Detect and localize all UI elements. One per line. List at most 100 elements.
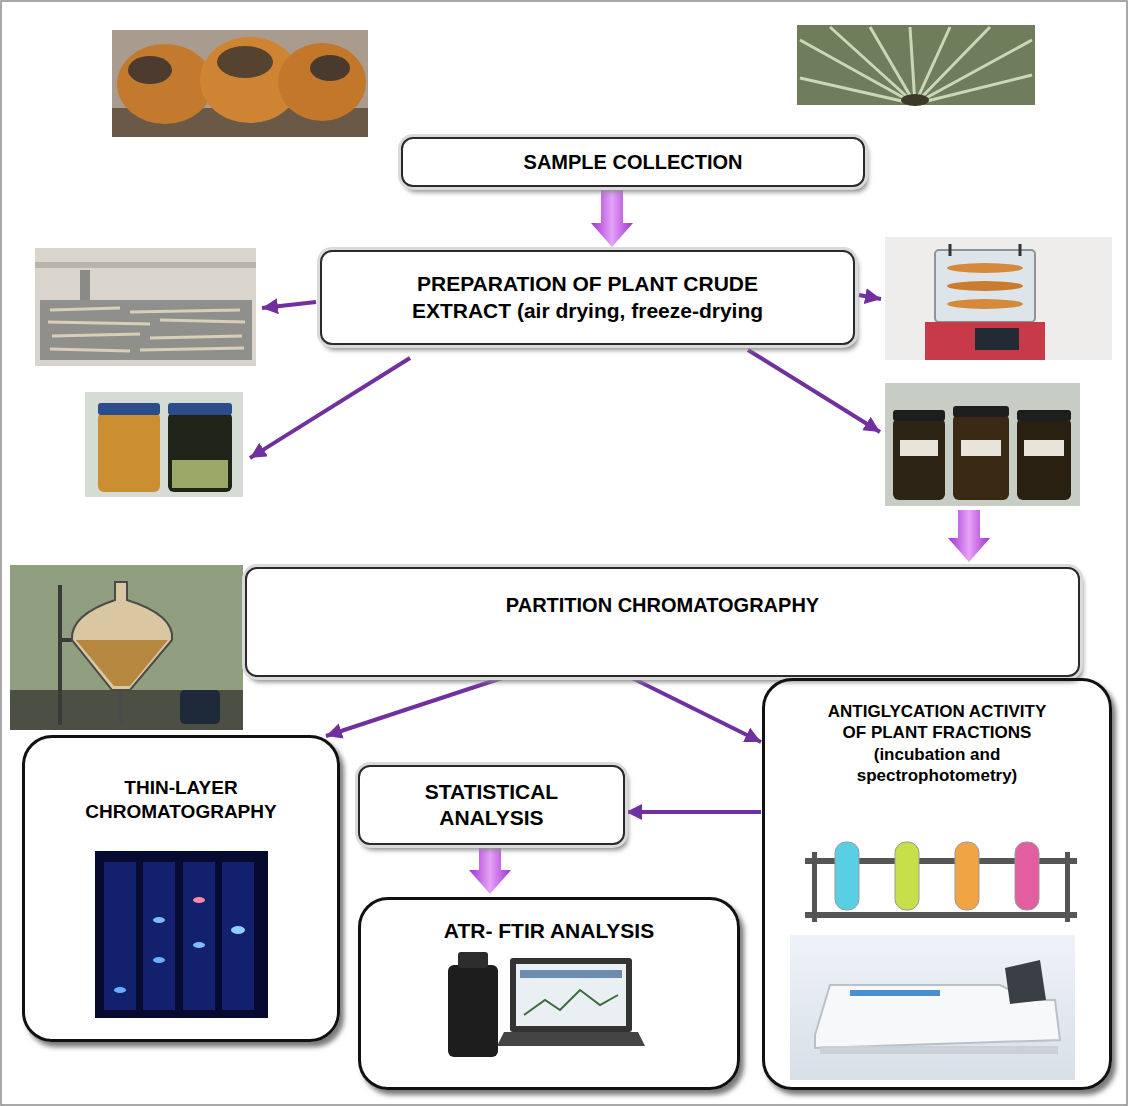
ftir-head — [458, 952, 488, 968]
jars-photo — [885, 383, 1080, 506]
node-text: PARTITION CHROMATOGRAPHY — [506, 593, 819, 618]
leaf-ray — [915, 27, 950, 104]
jar-lid — [168, 403, 232, 415]
strip — [48, 322, 150, 324]
process-box: STATISTICAL ANALYSIS — [358, 765, 625, 845]
strip — [130, 310, 240, 312]
tlc-spot — [114, 987, 126, 993]
leaf-ray — [830, 27, 915, 104]
node-text: SAMPLE COLLECTION — [524, 150, 743, 175]
tube — [895, 842, 919, 910]
tube — [835, 842, 859, 910]
laptop-display — [516, 964, 626, 1026]
jar — [180, 690, 220, 724]
node-text: ANTIGLYCATION ACTIVITY OF PLANT FRACTION… — [817, 701, 1057, 786]
jars-photo — [85, 392, 243, 497]
photo-ground — [885, 237, 1112, 360]
tube — [1015, 842, 1039, 910]
fruit-spot — [217, 46, 273, 78]
rack-leg — [1065, 852, 1070, 922]
tlc-strip — [143, 862, 175, 1010]
tlc-plate — [95, 851, 268, 1018]
dried-strips — [48, 308, 245, 351]
strip — [140, 348, 244, 350]
dryer-chamber — [935, 250, 1035, 322]
spectro-display — [1005, 960, 1046, 1004]
leaf-ray — [800, 78, 915, 104]
jar-label — [961, 440, 1001, 456]
tlc-ground — [95, 851, 268, 1018]
spectro-foot — [820, 1046, 1058, 1054]
ftir-body — [448, 965, 498, 1057]
tube — [955, 842, 979, 910]
photo-ground — [885, 383, 1080, 506]
jar — [168, 412, 232, 492]
dryer-base — [925, 322, 1045, 360]
flow-arrow — [626, 810, 761, 814]
spectro-stripe — [850, 990, 940, 996]
leaf-rays — [800, 27, 1032, 104]
leaf-ray — [915, 40, 1032, 104]
node-text: PREPARATION OF PLANT CRUDE EXTRACT (air … — [368, 271, 808, 324]
jar-sediment — [172, 460, 228, 488]
photo-ground — [85, 392, 243, 497]
block-arrow — [948, 510, 990, 562]
dryer-plate — [947, 263, 1023, 273]
fruit-spot — [310, 55, 350, 81]
leaf-ray — [910, 27, 915, 104]
process-box: PARTITION CHROMATOGRAPHY — [245, 567, 1080, 677]
jar — [1017, 418, 1071, 500]
flow-arrow — [326, 677, 505, 736]
dryer-plate — [947, 299, 1023, 309]
strip — [50, 349, 130, 351]
tlc-spot — [193, 897, 205, 903]
jar-lid — [98, 403, 160, 415]
separatory-funnel — [72, 582, 172, 690]
funnel-stem — [120, 690, 123, 722]
laptop-screen — [510, 958, 632, 1032]
tlc-strip — [104, 862, 136, 1010]
fruit-photo — [112, 30, 368, 137]
node-text: THIN-LAYER CHROMATOGRAPHY — [66, 776, 296, 824]
tlc-spot — [153, 917, 165, 923]
block-arrow — [591, 189, 633, 247]
jar-lid — [1017, 410, 1071, 421]
laptop-base — [497, 1032, 645, 1046]
stand-rod — [58, 585, 62, 725]
tlc-spot — [193, 942, 205, 948]
strip — [160, 320, 245, 322]
node-text: ATR- FTIR ANALYSIS — [444, 918, 654, 944]
photo-ground — [35, 248, 256, 366]
jar-lid — [893, 410, 945, 421]
tlc-spot — [231, 926, 245, 934]
jar-label — [1024, 440, 1064, 456]
photo-arrow — [250, 358, 410, 458]
flow-arrow — [630, 677, 761, 742]
fruit — [278, 43, 366, 121]
leaf-photo — [797, 25, 1035, 106]
panel-box: THIN-LAYER CHROMATOGRAPHY — [22, 735, 340, 1042]
leaf-ray — [915, 27, 990, 104]
laptop-bar — [520, 970, 622, 978]
photo-ground — [112, 30, 368, 137]
photo-arrow — [748, 350, 880, 432]
dryer-valve — [1019, 244, 1022, 256]
spectrophotometer — [790, 935, 1075, 1080]
process-box: SAMPLE COLLECTION — [401, 137, 865, 187]
leaf-ray — [915, 75, 1032, 104]
jar — [953, 414, 1009, 500]
dryer-plate — [947, 281, 1023, 291]
tlc-strip — [222, 862, 254, 1010]
tlc-strip — [183, 862, 215, 1010]
photo-post — [80, 270, 90, 300]
drying-photo — [35, 248, 256, 366]
strip — [150, 336, 242, 338]
ftir-instrument — [448, 952, 645, 1057]
photo-arrow — [859, 295, 881, 299]
spectrum-line — [524, 990, 618, 1015]
fruit — [117, 44, 213, 124]
freeze-dryer-photo — [885, 237, 1112, 360]
